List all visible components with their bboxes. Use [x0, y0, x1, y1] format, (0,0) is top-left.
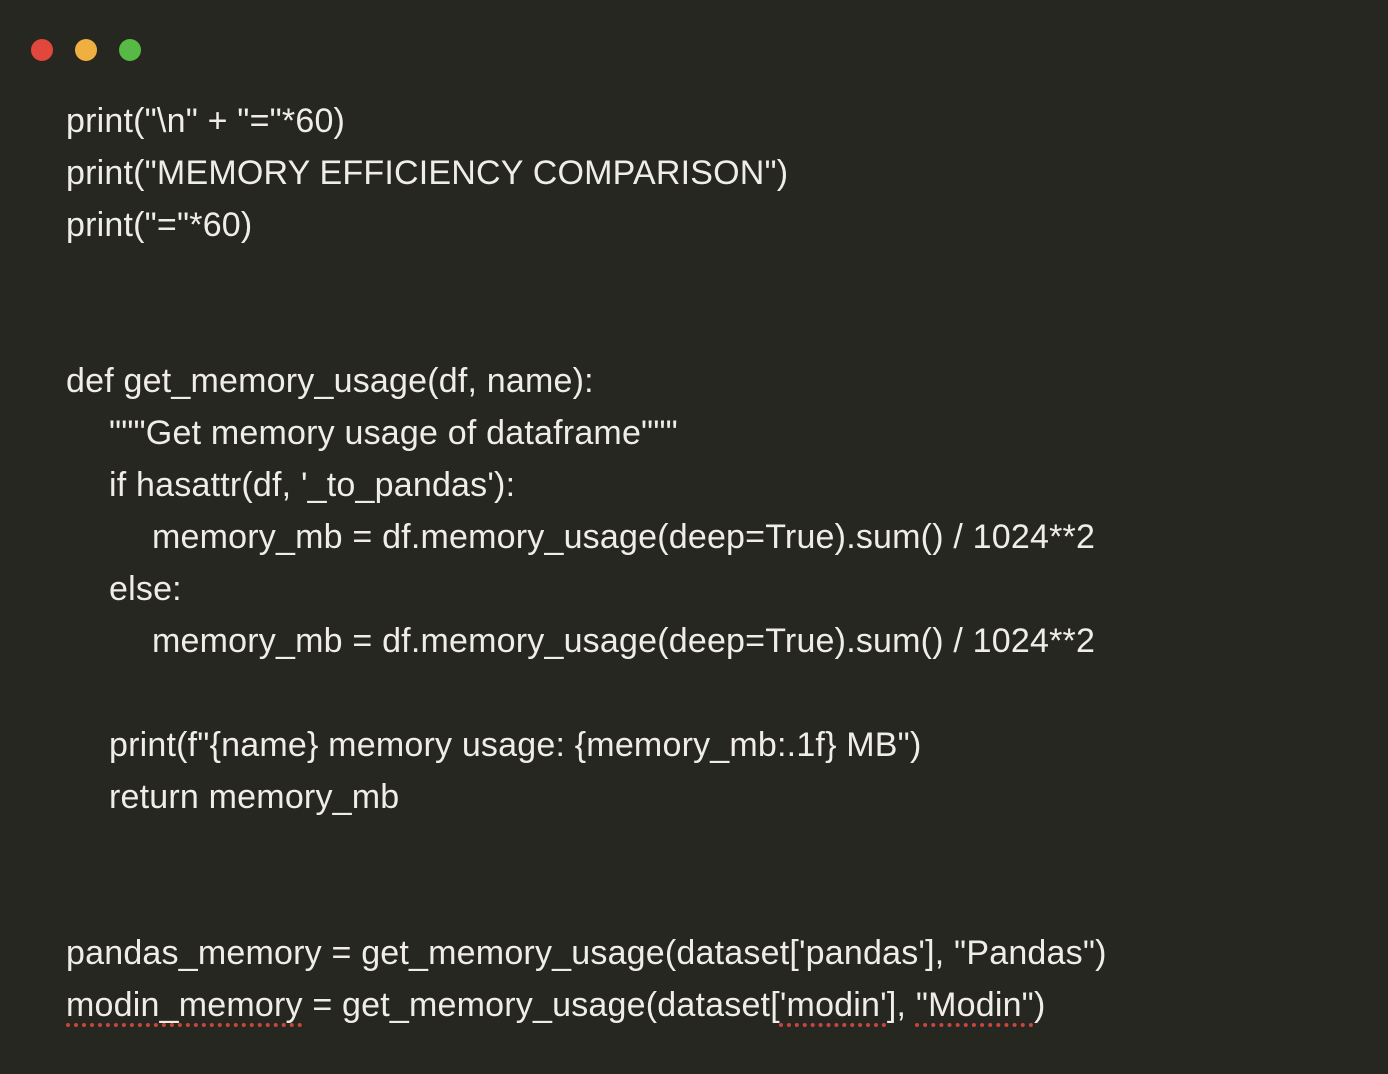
code-line: print("MEMORY EFFICIENCY COMPARISON")	[66, 147, 1378, 199]
zoom-button[interactable]	[119, 39, 141, 61]
code-token: def get_memory_usage(df, name):	[66, 362, 594, 400]
code-token: pandas_memory = get_memory_usage(dataset…	[66, 934, 1107, 972]
code-token: """Get memory usage of dataframe"""	[109, 414, 678, 452]
code-line: if hasattr(df, '_to_pandas'):	[66, 459, 1378, 511]
code-token: memory_mb = df.memory_usage(deep=True).s…	[152, 622, 1096, 660]
code-line: pandas_memory = get_memory_usage(dataset…	[66, 927, 1378, 979]
code-line	[66, 823, 1378, 875]
code-token-misspelled: 'modin'	[779, 986, 887, 1024]
code-token: = get_memory_usage(dataset[	[302, 986, 780, 1024]
code-line	[66, 303, 1378, 355]
code-editor[interactable]: print("\n" + "="*60) print("MEMORY EFFICI…	[66, 95, 1378, 1074]
minimize-button[interactable]	[75, 39, 97, 61]
code-line: else:	[66, 563, 1378, 615]
window-controls	[31, 39, 141, 61]
code-line: memory_mb = df.memory_usage(deep=True).s…	[66, 615, 1378, 667]
code-token-misspelled: modin_memory	[66, 986, 303, 1024]
code-line: memory_mb = df.memory_usage(deep=True).s…	[66, 511, 1378, 563]
code-line: print("\n" + "="*60)	[66, 95, 1378, 147]
code-token: memory_mb = df.memory_usage(deep=True).s…	[152, 518, 1096, 556]
code-token: return memory_mb	[109, 778, 400, 816]
code-line: print(f"{name} memory usage: {memory_mb:…	[66, 719, 1378, 771]
code-line	[66, 251, 1378, 303]
code-token: )	[1033, 986, 1046, 1024]
code-line: return memory_mb	[66, 771, 1378, 823]
code-line: def get_memory_usage(df, name):	[66, 355, 1378, 407]
window-titlebar[interactable]	[0, 0, 1388, 80]
code-token: if hasattr(df, '_to_pandas'):	[109, 466, 516, 504]
code-token-misspelled: "Modin"	[915, 986, 1034, 1024]
code-token: ],	[886, 986, 916, 1024]
code-line: modin_memory = get_memory_usage(dataset[…	[66, 979, 1378, 1031]
code-line: print("="*60)	[66, 199, 1378, 251]
code-line: """Get memory usage of dataframe"""	[66, 407, 1378, 459]
code-token: print("MEMORY EFFICIENCY COMPARISON")	[66, 154, 789, 192]
code-token: print("\n" + "="*60)	[66, 102, 346, 140]
code-token: print("="*60)	[66, 206, 253, 244]
code-line	[66, 875, 1378, 927]
code-token: else:	[109, 570, 182, 608]
close-button[interactable]	[31, 39, 53, 61]
code-line	[66, 667, 1378, 719]
code-token: print(f"{name} memory usage: {memory_mb:…	[109, 726, 922, 764]
